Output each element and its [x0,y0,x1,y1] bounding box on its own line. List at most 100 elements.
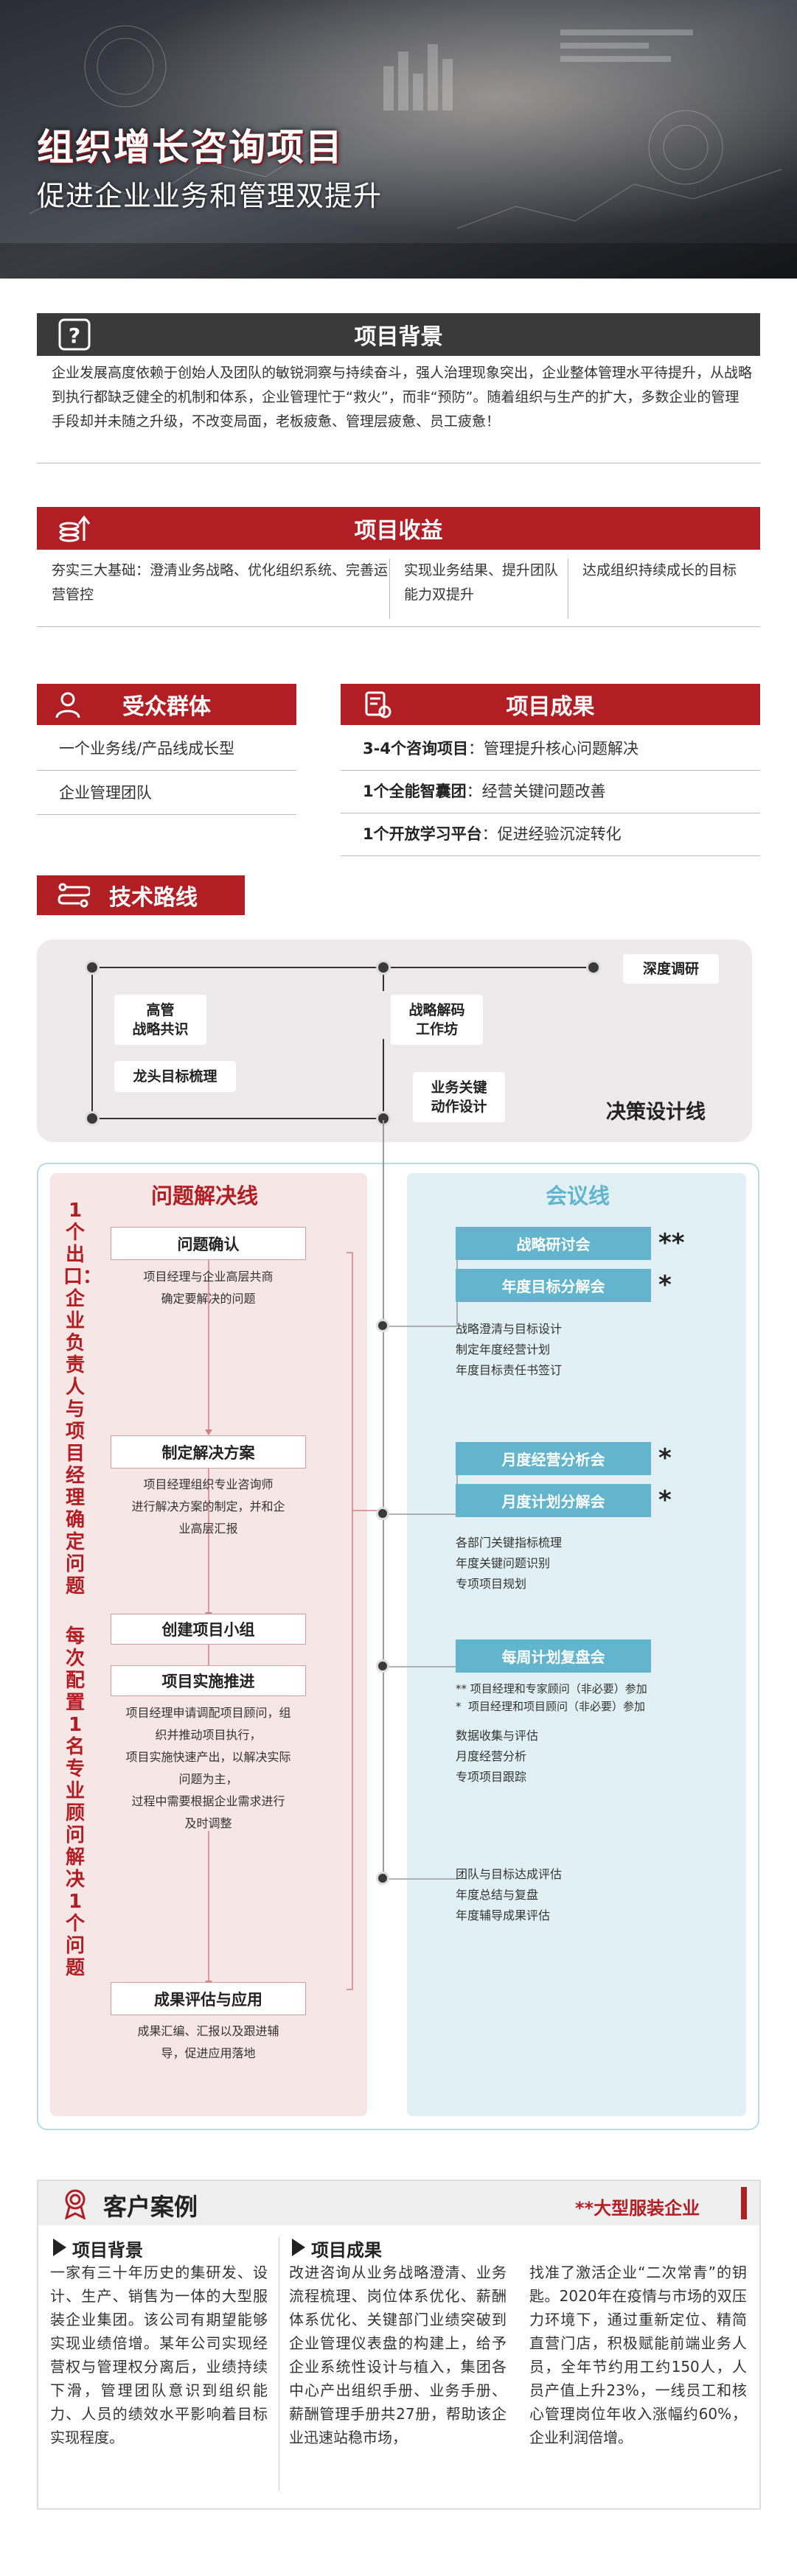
meeting-item: 年度目标责任书签订 [456,1363,563,1377]
meeting-strategy-button: 战略研讨会 [456,1227,651,1260]
result-item-bold: 1个全能智囊团 [363,783,467,800]
meeting-item: 各部门关键指标梳理 [456,1536,563,1550]
meeting-item: 年度辅导成果评估 [456,1908,551,1922]
timeline-node [376,1659,389,1673]
meeting-item: 团队与目标达成评估 [456,1867,563,1881]
case-heading: 客户案例 [103,2193,198,2221]
route-icon [58,882,91,909]
meeting-weekly-review-button: 每周计划复盘会 [456,1639,651,1673]
timeline-node [85,960,100,975]
results-header: 项目成果 [341,684,760,725]
step-key-action-design: 业务关键 动作设计 [413,1072,505,1122]
meeting-note: * 项目经理和项目顾问（非必要）参加 [456,1700,646,1713]
background-text: 企业发展高度依赖于创始人及团队的敏锐洞察与持续奋斗，强人治理现象突出，企业整体管… [52,365,753,430]
step-make-plan: 制定解决方案 [111,1435,306,1469]
step-note: 项目经理组织专业咨询师 进行解决方案的制定，并和企 业高层汇报 [131,1477,285,1536]
hero-background-image [0,0,797,279]
case-background-text: 一家有三十年历史的集研发、设计、生产、销售为一体的大型服装企业集团。该公司有期望… [50,2264,268,2446]
step-target-sorting: 龙头目标梳理 [114,1061,236,1092]
result-item-text: ：经营关键问题改善 [466,783,606,800]
benefit-item-3: 达成组织持续成长的目标 [582,562,737,578]
divider [37,626,760,627]
play-icon [53,2239,66,2256]
step-evaluate: 成果评估与应用 [111,1982,306,2015]
case-accent-bar [741,2187,747,2219]
hero-subtitle: 促进企业业务和管理双提升 [37,180,383,212]
step-note: 成果汇编、汇报以及跟进辅 导，促进应用落地 [137,2024,279,2060]
step-strategy-workshop: 战略解码 工作坊 [391,995,483,1045]
meeting-monthly-plan-button: 月度计划分解会 [456,1484,651,1517]
audience-item-2: 企业管理团队 [59,784,152,802]
case-results-text-1: 改进咨询从业务战略澄清、业务流程梳理、岗位体系优化、薪酬体系优化、关键部门业绩突… [289,2264,507,2446]
case-results-heading: 项目成果 [311,2240,382,2261]
case-panel [37,2180,761,2510]
meeting-star: ** [658,1228,685,1258]
step-create-team: 创建项目小组 [111,1614,306,1645]
step-note: 项目经理申请调配项目顾问，组 织并推动项目执行， 项目实施快速产出，以解决实际 … [125,1706,291,1830]
benefit-item-1: 夯实三大基础：澄清业务战略、优化组织系统、完善运营管控 [52,562,389,603]
hero-title: 组织增长咨询项目 [37,126,344,169]
step-implement: 项目实施推进 [111,1665,306,1696]
meeting-star: * [658,1485,672,1515]
document-gear-icon [363,690,392,719]
result-item-bold: 1个开放学习平台 [363,825,482,843]
audience-heading: 受众群体 [122,694,211,720]
divider [37,770,296,771]
meeting-note: ** 项目经理和专家顾问（非必要）参加 [456,1682,647,1695]
result-item-3: 1个开放学习平台：促进经验沉淀转化 [363,822,622,847]
play-icon [292,2239,305,2256]
benefit-item-2: 实现业务结果、提升团队能力双提升 [404,562,559,603]
result-item-bold: 3-4个咨询项目 [363,740,468,757]
meeting-annual-target-button: 年度目标分解会 [456,1269,651,1302]
timeline-node [376,1319,389,1332]
result-item-2: 1个全能智囊团：经营关键问题改善 [363,780,606,804]
award-icon [59,2187,91,2220]
decision-line-connectors [91,967,594,1119]
coins-growth-icon [58,511,91,545]
benefits-heading: 项目收益 [354,518,443,544]
meeting-item: 专项项目规划 [456,1577,527,1591]
meeting-item: 专项项目跟踪 [456,1770,527,1784]
problem-line-heading: 问题解决线 [151,1183,259,1208]
meeting-star: * [658,1270,672,1300]
divider [37,814,296,815]
case-header-bar [38,2181,759,2225]
result-item-text: ：促进经验沉淀转化 [481,825,622,843]
case-tag: **大型服装企业 [575,2198,700,2219]
divider [341,855,760,856]
audience-item-1: 一个业务线/产品线成长型 [59,740,235,757]
meeting-monthly-analysis-button: 月度经营分析会 [456,1442,651,1475]
user-icon [53,690,83,719]
timeline-node [376,960,391,975]
hero-banner [0,0,797,279]
background-heading: 项目背景 [354,324,443,350]
problem-vertical-label-1: 1个出口：企业负责人与项目经理确定问题 [63,1200,102,1597]
problem-vertical-label-2: 每次配置1名专业顾问解决1个问题 [65,1625,85,1979]
meeting-item: 年度关键问题识别 [456,1556,551,1570]
step-executive-consensus: 高管 战略共识 [114,995,206,1045]
meeting-item: 月度经营分析 [456,1749,527,1763]
case-background-heading: 项目背景 [72,2240,143,2261]
step-deep-research: 深度调研 [623,954,719,984]
audience-header: 受众群体 [37,684,296,725]
lines-panel [37,1163,759,2130]
timeline-node [376,1872,389,1885]
benefits-header: 项目收益 [37,507,760,550]
step-problem-confirm: 问题确认 [111,1227,306,1260]
timeline-node [376,1507,389,1520]
tech-heading: 技术路线 [109,885,198,911]
step-note: 项目经理与企业高层共商 确定要解决的问题 [143,1270,274,1306]
divider [389,559,390,619]
meeting-star: * [658,1443,672,1473]
background-header: ? 项目背景 [37,313,760,356]
case-results-text-2: 找准了激活企业“二次常青”的钥匙。2020年在疫情与市场的双压力环境下，通过重新… [529,2264,747,2446]
result-item-text: ：管理提升核心问题解决 [467,740,638,757]
meeting-item: 制定年度经营计划 [456,1343,551,1357]
result-item-1: 3-4个咨询项目：管理提升核心问题解决 [363,737,638,761]
divider [341,770,760,771]
meeting-line-heading: 会议线 [546,1183,610,1208]
decision-line-label: 决策设计线 [606,1101,706,1124]
meeting-item: 年度总结与复盘 [456,1888,539,1902]
tech-header: 技术路线 [37,875,245,915]
results-heading: 项目成果 [506,694,595,720]
